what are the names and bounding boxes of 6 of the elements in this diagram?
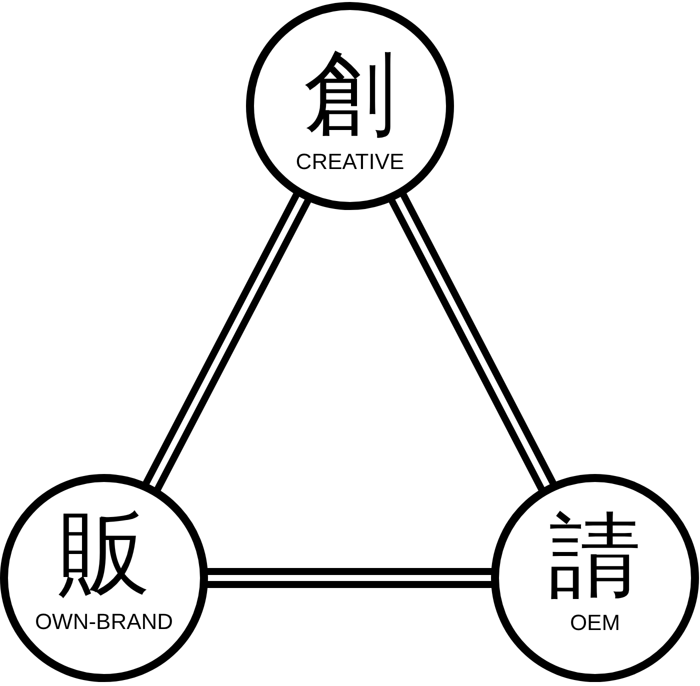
kanji-text: 販 [58, 508, 150, 600]
label-text: CREATIVE [296, 151, 404, 173]
label-text: OWN-BRAND [34, 611, 174, 633]
kanji-text: 請 [549, 510, 641, 602]
label-text: OEM [570, 612, 620, 634]
kanji-text: 創 [304, 48, 396, 140]
